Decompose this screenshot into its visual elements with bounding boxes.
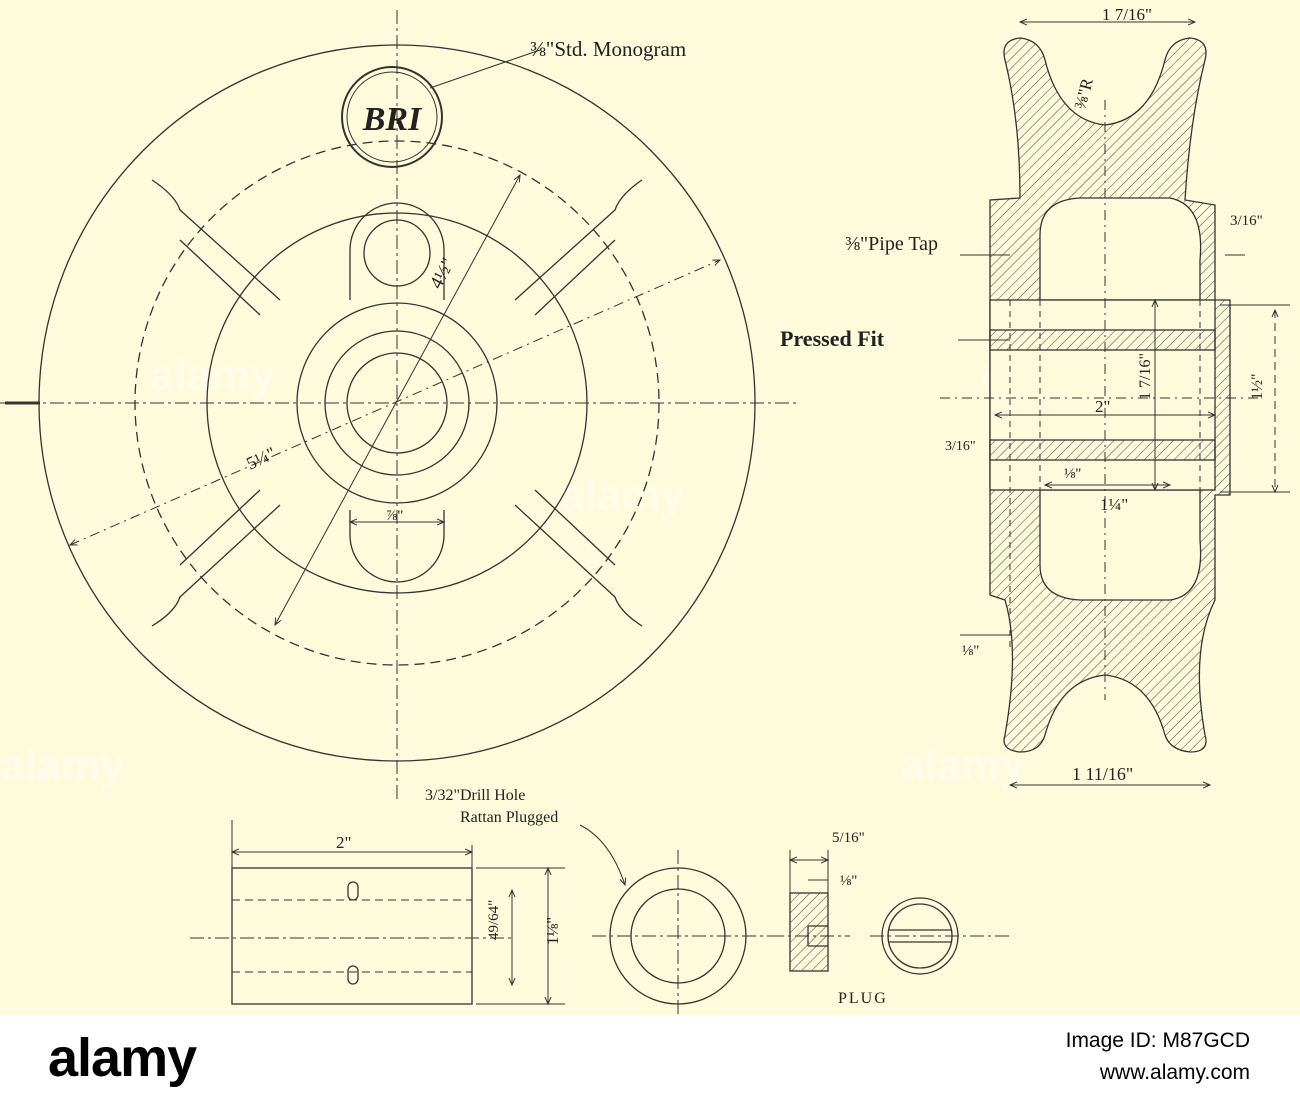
section-dim-1-8-low: ⅛" (962, 643, 979, 659)
pipe-tap-label: ⅜"Pipe Tap (845, 233, 938, 255)
section-dim-3-16-left: 3/16" (945, 439, 976, 454)
bushing-dim-49-64: 49/64" (486, 900, 502, 940)
section-dim-bottom: 1 11/16" (1072, 764, 1133, 784)
plug-dim-5-16: 5/16" (832, 830, 865, 846)
watermark-text: alamy (900, 741, 1025, 790)
drill-note-line1: 3/32"Drill Hole (425, 787, 525, 804)
bushing-dim-1-1-8: 1⅛" (543, 917, 562, 945)
plug-view (770, 850, 1010, 975)
section-dim-bore: 1 7/16" (1137, 353, 1154, 400)
bushing-dim-length: 2" (336, 833, 351, 852)
stock-footer-bar: alamy Image ID: M87GCD www.alamy.com (0, 1015, 1300, 1103)
ring-view (579, 824, 770, 1015)
plug-dim-1-8: ⅛" (840, 873, 857, 889)
image-id-label: Image ID: M87GCD (1065, 1029, 1250, 1052)
sheave-outer-circle (38, 44, 756, 762)
monogram-note: ⅜"Std. Monogram (530, 37, 686, 61)
site-url: www.alamy.com (1099, 1061, 1250, 1084)
section-dim-top: 1 7/16" (1102, 5, 1152, 24)
front-dim-outer: 5¼" (243, 443, 279, 474)
drill-note-line2: Rattan Plugged (460, 809, 558, 826)
monogram-circle (341, 66, 443, 168)
section-dim-right: 1½" (1249, 373, 1266, 400)
plug-label: PLUG (838, 990, 888, 1007)
drawing-canvas: alamy alamy alamy alamy alamy (0, 5, 1290, 1015)
brand-logo: alamy (48, 1028, 197, 1088)
watermark-text: alamy (0, 741, 125, 790)
section-view (940, 22, 1290, 785)
monogram-letters: BRI (362, 101, 423, 138)
plug-section (789, 892, 829, 972)
technical-drawing-sheet: alamy alamy alamy alamy alamy (0, 5, 1290, 1015)
section-dim-3-16-right: 3/16" (1230, 213, 1263, 229)
section-dim-1-1-4: 1¼" (1100, 495, 1128, 514)
section-dim-1-8-mid: ⅛" (1064, 466, 1081, 482)
watermark-text: alamy (560, 471, 685, 520)
watermark-layer: alamy alamy alamy alamy alamy (0, 346, 1105, 790)
front-view (0, 10, 800, 800)
front-dim-slot: ⅞" (386, 508, 403, 524)
front-dim-diagonal: 4½" (426, 255, 459, 293)
pressed-fit-label: Pressed Fit (780, 326, 885, 351)
bushing-view (190, 820, 565, 1004)
section-dim-radius: ⅜"R (1071, 76, 1098, 112)
section-dim-2: 2" (1095, 397, 1110, 416)
